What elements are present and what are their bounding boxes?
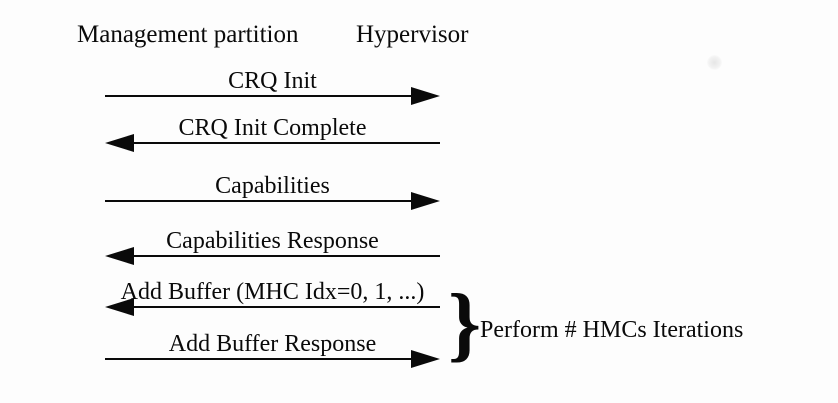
arrow-right-icon <box>411 87 440 105</box>
message-label: Add Buffer Response <box>168 331 377 357</box>
message-row-capabilities: Capabilities <box>105 173 440 210</box>
lifeline-label-management-partition: Management partition <box>77 21 299 48</box>
message-label: CRQ Init <box>228 68 317 94</box>
message-label: Add Buffer (MHC Idx=0, 1, ...) <box>120 279 425 305</box>
message-row-add-buffer: Add Buffer (MHC Idx=0, 1, ...) <box>105 279 440 316</box>
scan-smudge-artifact <box>707 55 722 70</box>
arrow-shaft <box>105 358 414 360</box>
arrow-left-icon <box>105 298 134 316</box>
iteration-brace-icon: } <box>448 277 482 370</box>
arrow-left-icon <box>105 134 134 152</box>
arrow-shaft <box>131 255 440 257</box>
message-label: Capabilities Response <box>166 228 379 254</box>
lifeline-label-hypervisor: Hypervisor <box>356 21 469 48</box>
message-row-crq-init-complete: CRQ Init Complete <box>105 115 440 152</box>
arrow-left-icon <box>105 247 134 265</box>
arrow-shaft <box>105 200 414 202</box>
arrow-shaft <box>131 306 440 308</box>
message-row-capabilities-response: Capabilities Response <box>105 228 440 265</box>
message-label: CRQ Init Complete <box>178 115 367 141</box>
message-label: Capabilities <box>215 173 330 199</box>
arrow-right-icon <box>411 350 440 368</box>
arrow-shaft <box>131 142 440 144</box>
iteration-group-label: Perform # HMCs Iterations <box>480 317 744 343</box>
arrow-right-icon <box>411 192 440 210</box>
message-row-add-buffer-response: Add Buffer Response <box>105 331 440 368</box>
message-row-crq-init: CRQ Init <box>105 68 440 105</box>
arrow-shaft <box>105 95 414 97</box>
